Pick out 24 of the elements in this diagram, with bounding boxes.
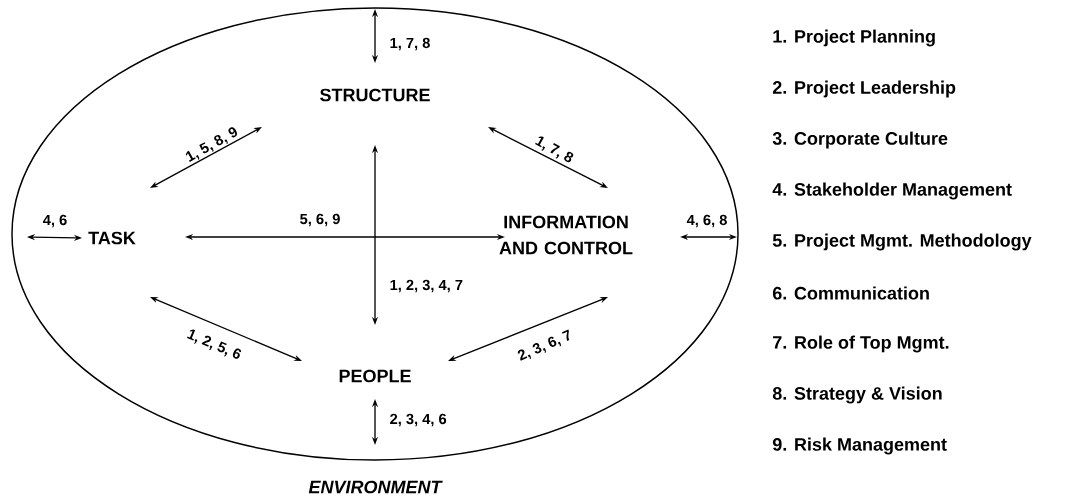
legend-item: 9. Risk Management: [772, 437, 947, 455]
legend-item: 1. Project Planning: [773, 29, 935, 47]
ellipse-caption: ENVIRONMENT: [308, 480, 443, 494]
category-label: STRUCTURE: [320, 88, 430, 102]
legend-item: 5. Project Mgmt. Methodology: [772, 233, 1032, 251]
legend-item: 6. Communication: [772, 286, 929, 300]
edge-label: 1, 7, 8: [390, 37, 430, 51]
category-label: TASK: [88, 231, 136, 245]
edge-label: 1, 2, 5, 6: [187, 329, 242, 359]
legend-item: 3. Corporate Culture: [772, 131, 948, 149]
legend-item: 8. Strategy & Vision: [772, 386, 942, 404]
legend-item: 4. Stakeholder Management: [772, 182, 1012, 200]
edge-label: 4, 6, 8: [686, 214, 727, 228]
category-label: PEOPLE: [339, 369, 411, 383]
category-label: INFORMATION AND CONTROL: [499, 215, 633, 255]
edge-label: 5, 6, 9: [300, 213, 340, 227]
edge-label: 1, 5, 8, 9: [185, 127, 237, 162]
edge-label: 4, 6: [43, 214, 67, 228]
legend-item: 7. Role of Top Mgmt.: [773, 335, 949, 353]
edge-label: 2, 3, 4, 6: [390, 413, 447, 427]
edge-label: 1, 7, 8: [535, 136, 574, 163]
edge-label: 2, 3, 6, 7: [517, 329, 570, 361]
legend-item: 2. Project Leadership: [772, 80, 956, 98]
edge-label: 1, 2, 3, 4, 7: [390, 279, 463, 293]
